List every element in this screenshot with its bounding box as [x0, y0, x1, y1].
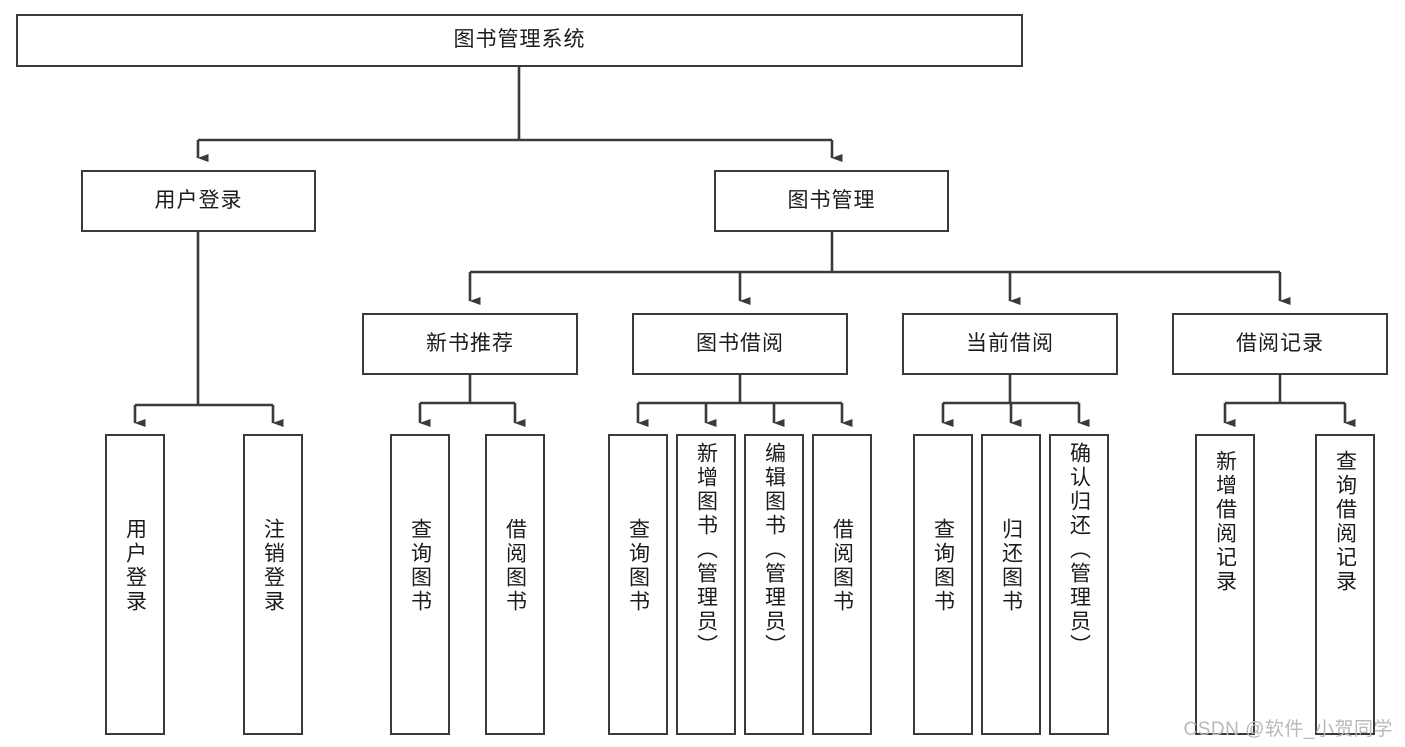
node-leaf-query-book-borrow[interactable]: 查询图书 — [608, 434, 668, 735]
node-book-borrow[interactable]: 图书借阅 — [632, 313, 848, 375]
node-label: 查询借阅记录 — [1333, 450, 1357, 594]
node-label: 确认归还（管理员） — [1067, 442, 1091, 658]
node-label: 借阅图书 — [830, 518, 854, 614]
node-label: 归还图书 — [999, 518, 1023, 614]
node-label: 用户登录 — [123, 518, 147, 614]
node-label: 新增借阅记录 — [1213, 450, 1237, 594]
node-current-borrow[interactable]: 当前借阅 — [902, 313, 1118, 375]
node-label: 编辑图书（管理员） — [762, 442, 786, 658]
node-label: 图书管理 — [787, 188, 876, 212]
node-label: 新书推荐 — [426, 331, 514, 355]
node-leaf-add-borrow-record[interactable]: 新增借阅记录 — [1195, 434, 1255, 735]
node-label: 查询图书 — [626, 518, 650, 614]
node-root-system[interactable]: 图书管理系统 — [16, 14, 1023, 67]
node-label: 新增图书（管理员） — [694, 442, 718, 658]
node-leaf-logout[interactable]: 注销登录 — [243, 434, 303, 735]
node-leaf-borrow-book-recommend[interactable]: 借阅图书 — [485, 434, 545, 735]
node-leaf-user-login[interactable]: 用户登录 — [105, 434, 165, 735]
node-label: 查询图书 — [408, 518, 432, 614]
node-leaf-query-book-recommend[interactable]: 查询图书 — [390, 434, 450, 735]
node-label: 注销登录 — [261, 518, 285, 614]
node-label: 用户登录 — [154, 188, 243, 212]
node-label: 当前借阅 — [966, 331, 1054, 355]
node-leaf-edit-book-admin[interactable]: 编辑图书（管理员） — [744, 434, 804, 735]
node-label: 图书管理系统 — [453, 28, 586, 52]
node-label: 借阅图书 — [503, 518, 527, 614]
node-leaf-confirm-return-admin[interactable]: 确认归还（管理员） — [1049, 434, 1109, 735]
watermark-text: CSDN @软件_小贺同学 — [1183, 719, 1393, 740]
node-label: 借阅记录 — [1236, 331, 1324, 355]
node-leaf-query-book-current[interactable]: 查询图书 — [913, 434, 973, 735]
node-user-login[interactable]: 用户登录 — [81, 170, 316, 232]
node-leaf-borrow-book[interactable]: 借阅图书 — [812, 434, 872, 735]
node-leaf-query-borrow-record[interactable]: 查询借阅记录 — [1315, 434, 1375, 735]
node-label: 图书借阅 — [696, 331, 784, 355]
node-leaf-add-book-admin[interactable]: 新增图书（管理员） — [676, 434, 736, 735]
node-borrow-record[interactable]: 借阅记录 — [1172, 313, 1388, 375]
node-leaf-return-book[interactable]: 归还图书 — [981, 434, 1041, 735]
node-book-management[interactable]: 图书管理 — [714, 170, 949, 232]
node-label: 查询图书 — [931, 518, 955, 614]
node-new-book-recommend[interactable]: 新书推荐 — [362, 313, 578, 375]
